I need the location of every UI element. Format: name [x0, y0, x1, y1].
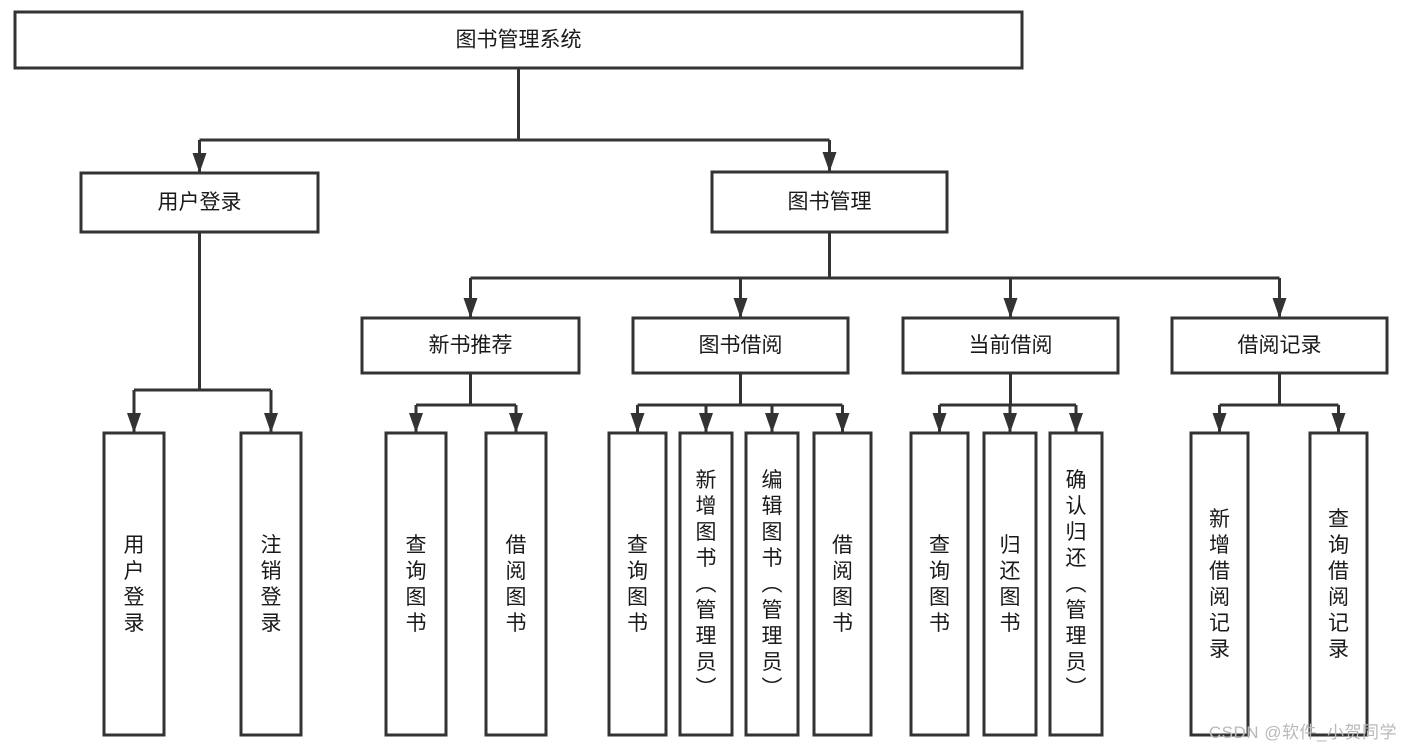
node-box-borrow-book-1[interactable]: [484, 431, 548, 737]
arrow-head-icon: [822, 152, 837, 172]
arrow-head-icon: [932, 413, 947, 433]
node-box-user-login-leaf[interactable]: [102, 431, 166, 737]
node-label-book-borrow: 图书借阅: [699, 334, 783, 357]
arrow-head-icon: [1003, 413, 1017, 433]
node-label-borrow-record: 借阅记录: [1238, 334, 1322, 357]
arrow-head-icon: [699, 413, 713, 433]
node-label-query-book-2: 查询图书: [627, 534, 648, 635]
arrow-head-icon: [463, 298, 478, 318]
node-box-add-book[interactable]: [678, 431, 734, 737]
node-label-borrow-book-1: 借阅图书: [506, 534, 527, 635]
node-box-book-manage[interactable]: [710, 170, 949, 234]
arrow-head-icon: [127, 413, 141, 433]
node-label-add-book: 新增图书︵管理员︶: [696, 469, 717, 700]
node-label-edit-book: 编辑图书︵管理员︶: [762, 469, 783, 700]
arrow-head-icon: [765, 413, 779, 433]
arrow-head-icon: [192, 153, 207, 173]
node-box-confirm-return[interactable]: [1048, 431, 1104, 737]
node-label-new-book-recommend: 新书推荐: [429, 334, 513, 357]
node-label-user-login-leaf: 用户登录: [124, 534, 145, 635]
node-label-add-borrow-record: 新增借阅记录: [1209, 508, 1230, 661]
node-box-user-login[interactable]: [79, 171, 320, 234]
node-label-query-book-1: 查询图书: [406, 534, 427, 635]
connector-layer: [127, 68, 1346, 433]
arrow-head-icon: [1069, 413, 1083, 433]
node-box-new-book-recommend[interactable]: [360, 316, 581, 375]
node-box-query-book-2[interactable]: [607, 431, 668, 737]
arrow-head-icon: [630, 413, 645, 433]
node-box-query-borrow-record[interactable]: [1308, 431, 1369, 737]
arrow-head-icon: [1272, 298, 1287, 318]
arrow-head-icon: [1212, 413, 1227, 433]
arrow-head-icon: [1003, 298, 1018, 318]
node-label-current-borrow: 当前借阅: [969, 334, 1053, 357]
node-label-query-borrow-record: 查询借阅记录: [1328, 508, 1349, 661]
node-box-user-logout-leaf[interactable]: [239, 431, 303, 737]
node-label-query-book-3: 查询图书: [929, 534, 950, 635]
node-box-edit-book[interactable]: [744, 431, 800, 737]
arrow-head-icon: [835, 413, 850, 433]
node-box-query-book-3[interactable]: [909, 431, 970, 737]
node-label-user-logout-leaf: 注销登录: [261, 534, 282, 635]
node-label-confirm-return: 确认归还︵管理员︶: [1066, 469, 1087, 700]
node-box-current-borrow[interactable]: [901, 316, 1120, 375]
node-box-add-borrow-record[interactable]: [1189, 431, 1250, 737]
node-label-borrow-book-2: 借阅图书: [832, 534, 853, 635]
node-layer: 图书管理系统用户登录用户登录注销登录图书管理新书推荐查询图书借阅图书图书借阅查询…: [13, 10, 1389, 737]
node-box-root[interactable]: [13, 10, 1024, 70]
arrow-head-icon: [509, 413, 523, 433]
node-label-user-login: 用户登录: [158, 191, 242, 214]
node-label-book-manage: 图书管理: [788, 191, 872, 214]
node-box-query-book-1[interactable]: [384, 431, 448, 737]
arrow-head-icon: [264, 413, 278, 433]
node-box-return-book[interactable]: [982, 431, 1038, 737]
arrow-head-icon: [733, 298, 748, 318]
arrow-head-icon: [1331, 413, 1346, 433]
node-label-root: 图书管理系统: [456, 29, 582, 52]
arrow-head-icon: [409, 413, 423, 433]
node-box-borrow-book-2[interactable]: [812, 431, 873, 737]
node-box-book-borrow[interactable]: [631, 316, 850, 375]
node-label-return-book: 归还图书: [1000, 534, 1021, 635]
node-box-borrow-record[interactable]: [1170, 316, 1389, 375]
